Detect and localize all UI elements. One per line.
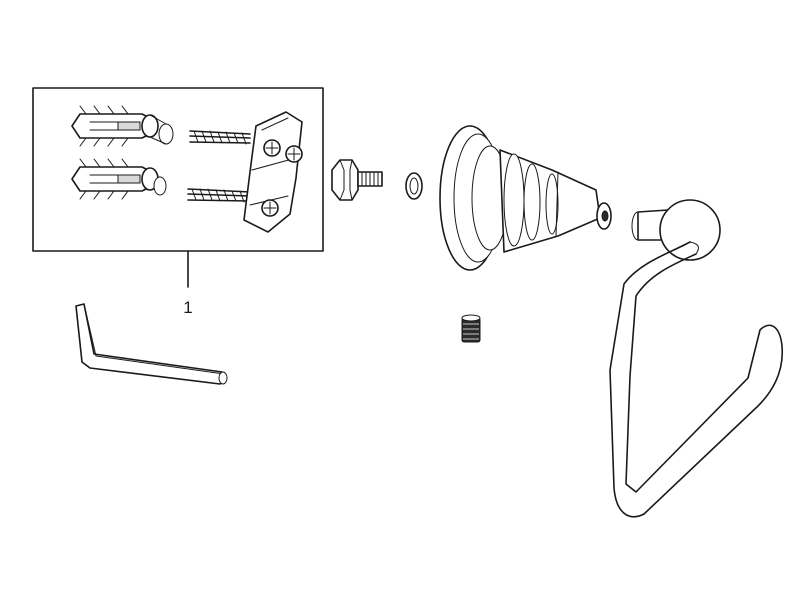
mounting-kit-group	[32, 87, 324, 252]
wall-anchor-bottom	[71, 158, 167, 200]
mounting-bracket	[243, 111, 303, 233]
wood-screw-bottom	[187, 188, 251, 203]
hex-key-wrench	[75, 303, 228, 385]
wall-post-escutcheon	[439, 125, 612, 271]
hex-bolt	[331, 159, 383, 201]
callout-label-1: 1	[183, 298, 192, 317]
wood-screw-top	[189, 130, 251, 145]
washer	[405, 172, 423, 200]
mounting-kit-frame	[32, 87, 324, 252]
set-screw	[461, 314, 481, 343]
wall-anchor-top	[71, 105, 174, 147]
tissue-holder-ring	[609, 199, 784, 518]
